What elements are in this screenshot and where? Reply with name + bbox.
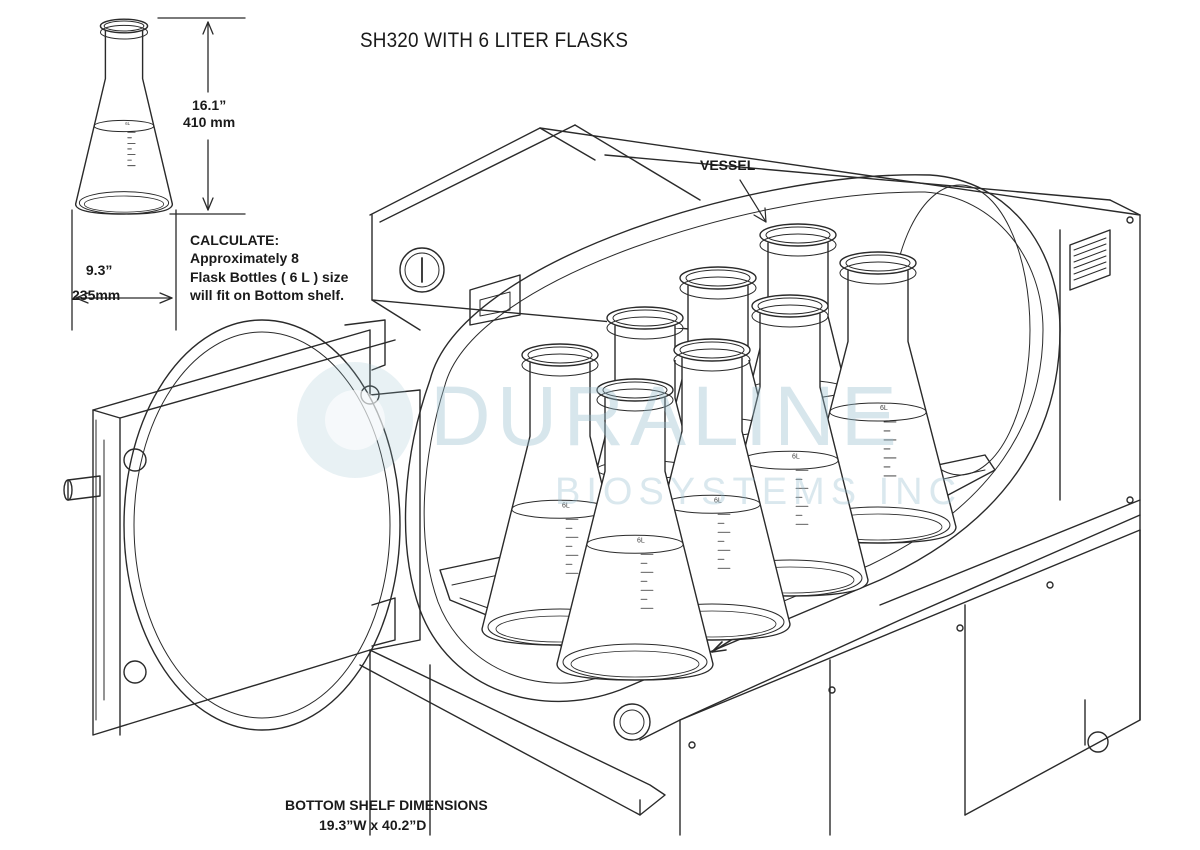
diagram-title: SH320 WITH 6 LITER FLASKS bbox=[360, 29, 629, 52]
pressure-gauge bbox=[399, 247, 445, 293]
watermark-logo: DURALINE bbox=[430, 369, 903, 463]
flask-height-inches: 16.1” bbox=[191, 97, 227, 113]
flask-width-label: 9.3” 235mm bbox=[72, 262, 120, 304]
calculate-line-3: will fit on Bottom shelf. bbox=[190, 287, 344, 304]
vent-grille bbox=[1069, 229, 1111, 291]
flask-graduation-label: 6L bbox=[714, 497, 722, 504]
calculate-heading: CALCULATE: bbox=[190, 232, 280, 248]
control-knob bbox=[613, 703, 651, 741]
calculation-note: CALCULATE: Approximately 8 Flask Bottles… bbox=[190, 231, 348, 305]
flask-graduation-label: 6L bbox=[637, 537, 645, 544]
width-dimension-line bbox=[71, 209, 177, 331]
reference-flask: 6L bbox=[74, 18, 174, 215]
autoclave-door bbox=[63, 319, 421, 736]
flask-8: 6L bbox=[556, 378, 714, 681]
calculate-line-1: Approximately 8 bbox=[190, 250, 299, 267]
calculate-line-2: Flask Bottles ( 6 L ) size bbox=[190, 268, 349, 285]
flask-graduation-label: 6L bbox=[125, 121, 130, 126]
bottom-shelf-heading: BOTTOM SHELF DIMENSIONS bbox=[285, 797, 488, 813]
flask-graduation-label: 6L bbox=[562, 502, 570, 509]
flask-group: 6L6L6L6L6L6L6L6L bbox=[481, 223, 957, 681]
flask-height-label: 16.1” 410 mm bbox=[183, 97, 235, 131]
flask-graduation-label: 6L bbox=[880, 405, 888, 412]
flask-width-mm: 235mm bbox=[72, 286, 121, 303]
flask-graduation-label: 6L bbox=[792, 453, 800, 460]
vessel-label: VESSEL bbox=[700, 157, 756, 173]
reference-flask-drawing: 6L bbox=[74, 18, 174, 215]
bottom-shelf-dimensions: 19.3”W x 40.2”D bbox=[319, 816, 427, 833]
door-handle bbox=[63, 475, 101, 501]
cabinet-body bbox=[369, 124, 1141, 836]
height-dimension-line bbox=[157, 17, 246, 215]
flask-width-inches: 9.3” bbox=[85, 262, 113, 278]
watermark-subtitle: BIOSYSTEMS INC bbox=[555, 471, 963, 513]
bottom-shelf-label: BOTTOM SHELF DIMENSIONS 19.3”W x 40.2”D bbox=[285, 796, 488, 835]
watermark-emblem bbox=[297, 362, 413, 478]
control-panel-display bbox=[469, 274, 521, 326]
flask-height-mm: 410 mm bbox=[183, 113, 236, 130]
